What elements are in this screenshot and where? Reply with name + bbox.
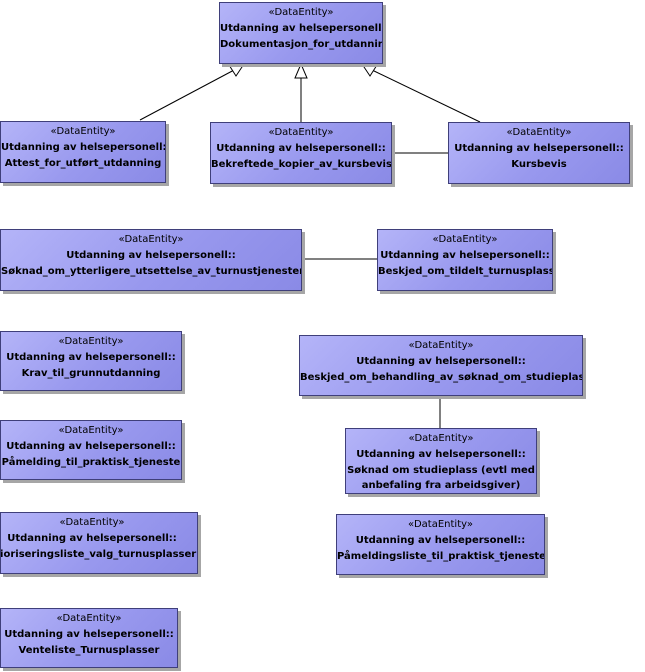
entity-package: Utdanning av helsepersonell:: xyxy=(356,356,526,367)
entity-soknad-utsettelse[interactable]: «DataEntity» Utdanning av helsepersonell… xyxy=(0,229,302,291)
entity-stereotype: «DataEntity» xyxy=(58,425,124,436)
entity-package: Utdanning av helsepersonell:: xyxy=(216,143,386,154)
entity-name: Bekreftede_kopier_av_kursbevis xyxy=(211,159,392,170)
entity-stereotype: «DataEntity» xyxy=(59,517,125,528)
entity-stereotype: «DataEntity» xyxy=(432,234,498,245)
generalization-arrowhead-attest xyxy=(228,63,245,77)
entity-stereotype: «DataEntity» xyxy=(58,336,124,347)
entity-stereotype: «DataEntity» xyxy=(408,519,473,530)
entity-attest[interactable]: «DataEntity» Utdanning av helsepersonell… xyxy=(0,121,166,183)
generalization-line-attest xyxy=(139,68,237,121)
entity-name: Søknad om studieplass (evtl med anbefali… xyxy=(347,465,535,491)
entity-package: Utdanning av helsepersonell:: xyxy=(380,250,550,261)
entity-stereotype: «DataEntity» xyxy=(56,613,122,624)
generalization-arrowhead-bekreftede xyxy=(294,62,308,79)
entity-name: Venteliste_Turnusplasser xyxy=(18,645,160,656)
entity-name: Attest_for_utført_utdanning xyxy=(4,158,162,169)
entity-stereotype: «DataEntity» xyxy=(118,234,184,245)
entity-name: Beskjed_om_behandling_av_søknad_om_studi… xyxy=(300,372,583,383)
entity-stereotype: «DataEntity» xyxy=(408,433,474,444)
entity-name: Dokumentasjon_for_utdanning xyxy=(220,39,383,50)
entity-package: Utdanning av helsepersonell:: xyxy=(220,23,383,34)
entity-pameldingsliste[interactable]: «DataEntity» Utdanning av helsepersonell… xyxy=(336,514,545,575)
entity-dokumentasjon[interactable]: «DataEntity» Utdanning av helsepersonell… xyxy=(219,2,383,64)
entity-stereotype: «DataEntity» xyxy=(506,127,572,138)
entity-name: Påmeldingsliste_til_praktisk_tjeneste xyxy=(337,551,545,562)
entity-package: Utdanning av helsepersonell:: xyxy=(4,629,174,640)
entity-name: Prioriseringsliste_valg_turnusplasser xyxy=(0,549,197,560)
entity-package: Utdanning av helsepersonell:: xyxy=(6,352,176,363)
entity-package: Utdanning av helsepersonell:: xyxy=(6,441,176,452)
generalization-arrowhead-kursbevis xyxy=(361,63,378,77)
entity-package: Utdanning av helsepersonell:: xyxy=(66,250,236,261)
entity-stereotype: «DataEntity» xyxy=(268,7,334,18)
entity-beskjed-studieplass[interactable]: «DataEntity» Utdanning av helsepersonell… xyxy=(299,335,583,396)
entity-name: Beskjed_om_tildelt_turnusplass xyxy=(378,266,553,277)
entity-kursbevis[interactable]: «DataEntity» Utdanning av helsepersonell… xyxy=(448,122,630,184)
entity-beskjed-turnusplass[interactable]: «DataEntity» Utdanning av helsepersonell… xyxy=(377,229,553,291)
entity-krav-grunnutdanning[interactable]: «DataEntity» Utdanning av helsepersonell… xyxy=(0,331,182,391)
entity-name: Krav_til_grunnutdanning xyxy=(21,368,161,379)
entity-pamelding-praktisk[interactable]: «DataEntity» Utdanning av helsepersonell… xyxy=(0,420,182,480)
entity-stereotype: «DataEntity» xyxy=(268,127,334,138)
entity-name: Kursbevis xyxy=(511,159,567,170)
entity-venteliste[interactable]: «DataEntity» Utdanning av helsepersonell… xyxy=(0,608,178,668)
entity-package: Utdanning av helsepersonell:: xyxy=(7,533,177,544)
entity-package: Utdanning av helsepersonell:: xyxy=(356,449,526,460)
entity-name: Påmelding_til_praktisk_tjeneste xyxy=(1,457,181,468)
entity-prioriseringsliste[interactable]: «DataEntity» Utdanning av helsepersonell… xyxy=(0,512,198,574)
entity-package: Utdanning av helsepersonell:: xyxy=(1,142,166,153)
generalization-line-kursbevis xyxy=(371,69,481,123)
entity-stereotype: «DataEntity» xyxy=(408,340,474,351)
entity-name: Søknad_om_ytterligere_utsettelse_av_turn… xyxy=(1,266,302,277)
entity-soknad-studieplass[interactable]: «DataEntity» Utdanning av helsepersonell… xyxy=(345,428,537,494)
entity-package: Utdanning av helsepersonell:: xyxy=(355,535,526,546)
entity-package: Utdanning av helsepersonell:: xyxy=(454,143,624,154)
entity-stereotype: «DataEntity» xyxy=(50,126,116,137)
entity-bekreftede-kopier[interactable]: «DataEntity» Utdanning av helsepersonell… xyxy=(210,122,392,184)
